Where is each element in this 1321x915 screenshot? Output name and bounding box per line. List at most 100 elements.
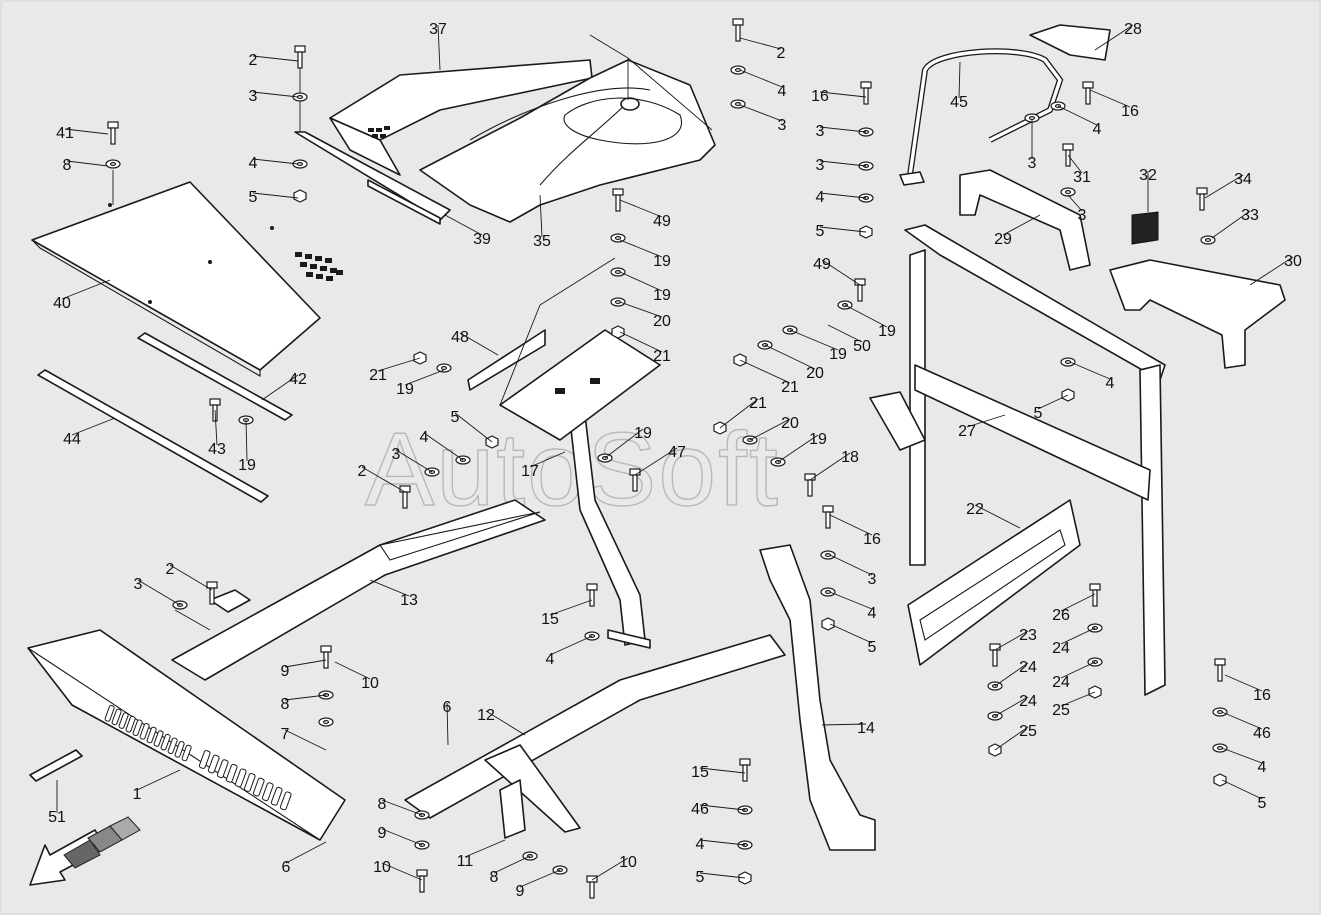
callout-leader — [844, 304, 888, 328]
callout-label: 14 — [857, 720, 875, 737]
skirt-slot — [225, 763, 238, 783]
callout-leader — [1089, 89, 1131, 108]
part-29-rail — [959, 169, 1091, 271]
callout-leader — [739, 69, 783, 88]
callout-leader — [64, 128, 109, 135]
callout-leader — [136, 769, 181, 791]
callout-label: 5 — [868, 639, 877, 656]
callout-label: 4 — [696, 836, 705, 853]
callout-label: 3 — [134, 576, 143, 593]
callout-label: 23 — [1019, 627, 1037, 644]
callout-label: 10 — [361, 675, 379, 692]
callout-leader — [464, 839, 506, 858]
nut-icon — [821, 617, 835, 631]
washer-icon — [292, 92, 308, 102]
callout-label: 40 — [53, 295, 71, 312]
callout-label: 8 — [281, 696, 290, 713]
callout-leader — [1002, 214, 1041, 236]
callout-label: 19 — [809, 431, 827, 448]
washer-icon — [610, 267, 626, 277]
callout-label: 10 — [619, 854, 637, 871]
part-22-cross-frame — [907, 499, 1081, 666]
callout-label: 30 — [1284, 253, 1302, 270]
callout-label: 21 — [781, 379, 799, 396]
callout-leader — [827, 324, 863, 343]
callout-leader — [739, 104, 783, 122]
callout-label: 45 — [950, 94, 968, 111]
bolt-icon — [732, 18, 744, 42]
washer-icon — [1212, 707, 1228, 717]
part-17-vertical-support — [569, 414, 651, 649]
callout-leader — [1224, 674, 1263, 692]
callout-label: 4 — [546, 651, 555, 668]
callout-label: 41 — [56, 125, 74, 142]
skirt-slot — [207, 754, 220, 774]
callout-label: 2 — [777, 45, 786, 62]
callout-leader — [444, 214, 483, 236]
skirt-slot — [104, 705, 115, 722]
callout-label: 47 — [668, 444, 686, 461]
callout-leader — [809, 452, 851, 481]
skirt-slot — [153, 730, 164, 747]
callout-label: 19 — [878, 323, 896, 340]
callout-leader — [404, 369, 445, 386]
callout-label: 29 — [994, 231, 1012, 248]
part-30-rear-rail — [1109, 259, 1286, 369]
callout-label: 19 — [653, 287, 671, 304]
callout-label: 9 — [516, 883, 525, 900]
callout-leader — [739, 359, 791, 384]
callout-leader — [719, 398, 759, 429]
callout-leader — [829, 514, 873, 536]
washer-icon — [105, 159, 121, 169]
washer-icon — [610, 297, 626, 307]
callout-label: 28 — [1124, 21, 1142, 38]
callout-label: 9 — [281, 663, 290, 680]
callout-leader — [619, 239, 663, 258]
callout-leader — [377, 357, 421, 372]
callout-label: 4 — [1106, 375, 1115, 392]
callout-leader — [519, 869, 561, 888]
skirt-slot — [198, 750, 211, 769]
callout-leader — [252, 91, 299, 98]
callout-leader — [252, 192, 299, 199]
callout-leader — [493, 855, 531, 874]
callout-leader — [1221, 779, 1263, 800]
callout-label: 2 — [358, 463, 367, 480]
callout-label: 5 — [249, 189, 258, 206]
callout-label: 21 — [749, 395, 767, 412]
nut-icon — [293, 189, 307, 203]
skirt-slot — [146, 726, 157, 744]
callout-leader — [549, 635, 593, 656]
callout-leader — [764, 344, 816, 370]
callout-label: 24 — [1052, 640, 1070, 657]
callout-label: 10 — [373, 859, 391, 876]
callout-leader — [1060, 691, 1096, 707]
callout-leader — [619, 331, 663, 353]
callout-leader — [252, 55, 299, 62]
callout-label: 5 — [451, 409, 460, 426]
washer-icon — [292, 159, 308, 169]
callout-label: 4 — [778, 83, 787, 100]
bolt-icon — [416, 869, 428, 893]
skirt-slot-group — [104, 705, 292, 811]
callout-leader — [819, 160, 867, 167]
callout-leader — [739, 37, 782, 50]
washer-icon — [1200, 235, 1216, 245]
callout-leader — [1069, 361, 1111, 380]
callout-label: 48 — [451, 329, 469, 346]
callout-label: 13 — [400, 592, 418, 609]
part-35-hood-body — [419, 34, 716, 223]
callout-leader — [459, 332, 499, 356]
callout-leader — [137, 579, 181, 606]
callout-leader — [334, 661, 371, 680]
callout-leader — [699, 767, 746, 774]
callout-label: 46 — [1253, 725, 1271, 742]
part-12-lower-frame — [404, 634, 786, 839]
callout-label: 11 — [457, 853, 474, 870]
callout-leader — [958, 61, 961, 99]
callout-leader — [699, 839, 746, 846]
callout-label: 8 — [63, 157, 72, 174]
washer-icon — [436, 363, 452, 373]
